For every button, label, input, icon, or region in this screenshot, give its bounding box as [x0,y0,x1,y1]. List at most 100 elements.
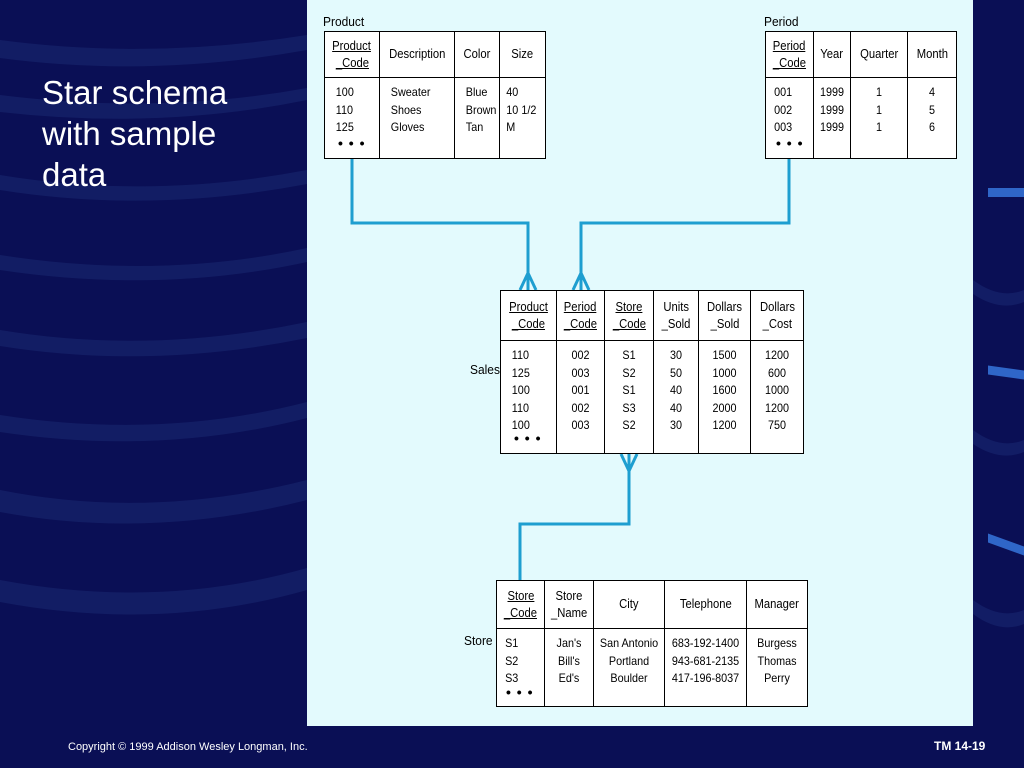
table-cell: 1 [875,102,883,117]
period-table: Period _Code Year Quarter Month 001 002 … [765,31,957,159]
table-header: Product _Code Description Color Size [325,32,545,78]
table-cell: Sweater [390,85,431,99]
table-column: 1 1 1 [851,78,908,158]
table-cell: 5 [928,102,936,117]
table-cell: 683-192-1400 [671,636,740,650]
table-cell: 2000 [712,400,737,415]
table-cell: Portland [608,653,650,668]
header-label: Period [773,38,806,53]
table-body: S1 S2 S3 Jan's Bill's Ed's San Antonio P… [497,629,807,706]
header-label: _Code [563,316,598,331]
table-cell: Shoes [390,102,422,117]
copyright-text: Copyright © 1999 Addison Wesley Longman,… [68,741,308,753]
table-cell: 100 [511,418,530,432]
table-name-sales: Sales [470,362,500,377]
header-label: _Cost [762,316,792,331]
table-column: 110 125 100 110 100 [501,341,557,453]
header-label: Product [509,299,548,314]
table-cell: 002 [774,102,793,117]
table-cell: 1 [875,85,883,99]
table-cell: 003 [571,365,590,380]
table-cell: Ed's [558,671,580,685]
header-label: Product [332,38,372,53]
header-label: _Name [550,605,588,620]
table-cell: Jan's [556,636,582,650]
header-label: _Code [511,316,546,331]
table-cell: 110 [335,102,354,117]
table-cell: 1200 [712,418,737,432]
header-cell: Color [455,32,500,77]
table-cell: 943-681-2135 [671,653,740,668]
header-label: Year [820,47,844,61]
header-cell: Store _Name [545,581,594,628]
table-cell: 1000 [712,365,737,380]
header-label: Units [663,299,689,314]
store-table: Store _Code Store _Name City Telephone M… [496,580,808,707]
table-cell: Tan [465,120,484,134]
table-name-product: Product [323,14,365,29]
table-header: Store _Code Store _Name City Telephone M… [497,581,807,629]
table-cell: 600 [767,365,787,380]
table-cell: 002 [571,400,590,415]
table-cell: 1 [875,120,883,134]
header-cell: Year [814,32,851,77]
table-cell: S1 [505,636,519,650]
table-cell: Thomas [757,653,797,668]
table-cell: Gloves [390,120,425,134]
header-label: Store [555,588,583,603]
table-name-store: Store [464,633,493,648]
table-body: 100 110 125 Sweater Shoes Gloves Blue Br… [325,78,545,158]
more-rows-indicator: • • • [506,684,534,700]
slide-title: Star schema with sample data [42,72,292,195]
table-cell: S2 [622,418,636,432]
table-cell: S3 [622,400,636,415]
table-cell: 003 [774,120,793,134]
more-rows-indicator: • • • [338,135,366,151]
header-cell: Units _Sold [654,291,699,340]
page-label: TM 14-19 [934,739,986,753]
header-label: City [619,597,639,611]
header-cell: Size [500,32,545,77]
table-cell: 10 1/2 [506,102,537,117]
table-cell: Perry [764,671,790,685]
header-cell: Month [908,32,956,77]
table-column: 100 110 125 [325,78,380,158]
table-cell: S2 [505,653,519,668]
table-cell: 110 [511,348,530,362]
table-header: Product _Code Period _Code Store _Code U… [501,291,803,341]
product-table: Product _Code Description Color Size 100… [324,31,546,159]
table-column: 1500 1000 1600 2000 1200 [699,341,751,453]
table-cell: 125 [335,120,354,134]
table-cell: S3 [505,671,519,685]
table-column: Jan's Bill's Ed's [545,629,594,706]
table-cell: 1999 [819,120,845,134]
title-line: data [42,156,107,193]
header-cell: Period _Code [766,32,814,77]
table-cell: 1200 [764,348,790,362]
table-body: 110 125 100 110 100 002 003 001 002 003 … [501,341,803,453]
table-cell: 1999 [819,85,845,99]
table-header: Period _Code Year Quarter Month [766,32,956,78]
header-label: Store [615,299,643,314]
table-name-period: Period [764,14,799,29]
table-column: 1999 1999 1999 [814,78,851,158]
table-cell: 100 [335,85,354,99]
header-label: Manager [754,597,800,611]
table-column: 683-192-1400 943-681-2135 417-196-8037 [665,629,747,706]
header-label: _Code [612,316,646,331]
table-cell: San Antonio [599,636,659,650]
header-cell: City [594,581,665,628]
table-cell: 003 [571,418,590,432]
table-column: S1 S2 S3 [497,629,545,706]
header-cell: Store _Code [605,291,654,340]
header-cell: Manager [747,581,807,628]
table-cell: 30 [669,418,683,432]
table-cell: 1600 [712,383,737,397]
more-rows-indicator: • • • [776,135,804,151]
header-cell: Dollars _Sold [699,291,751,340]
table-cell: Blue [465,85,488,99]
table-cell: 40 [506,85,519,99]
table-cell: 30 [669,348,683,362]
table-cell: 40 [669,383,683,397]
header-label: Telephone [679,597,732,611]
